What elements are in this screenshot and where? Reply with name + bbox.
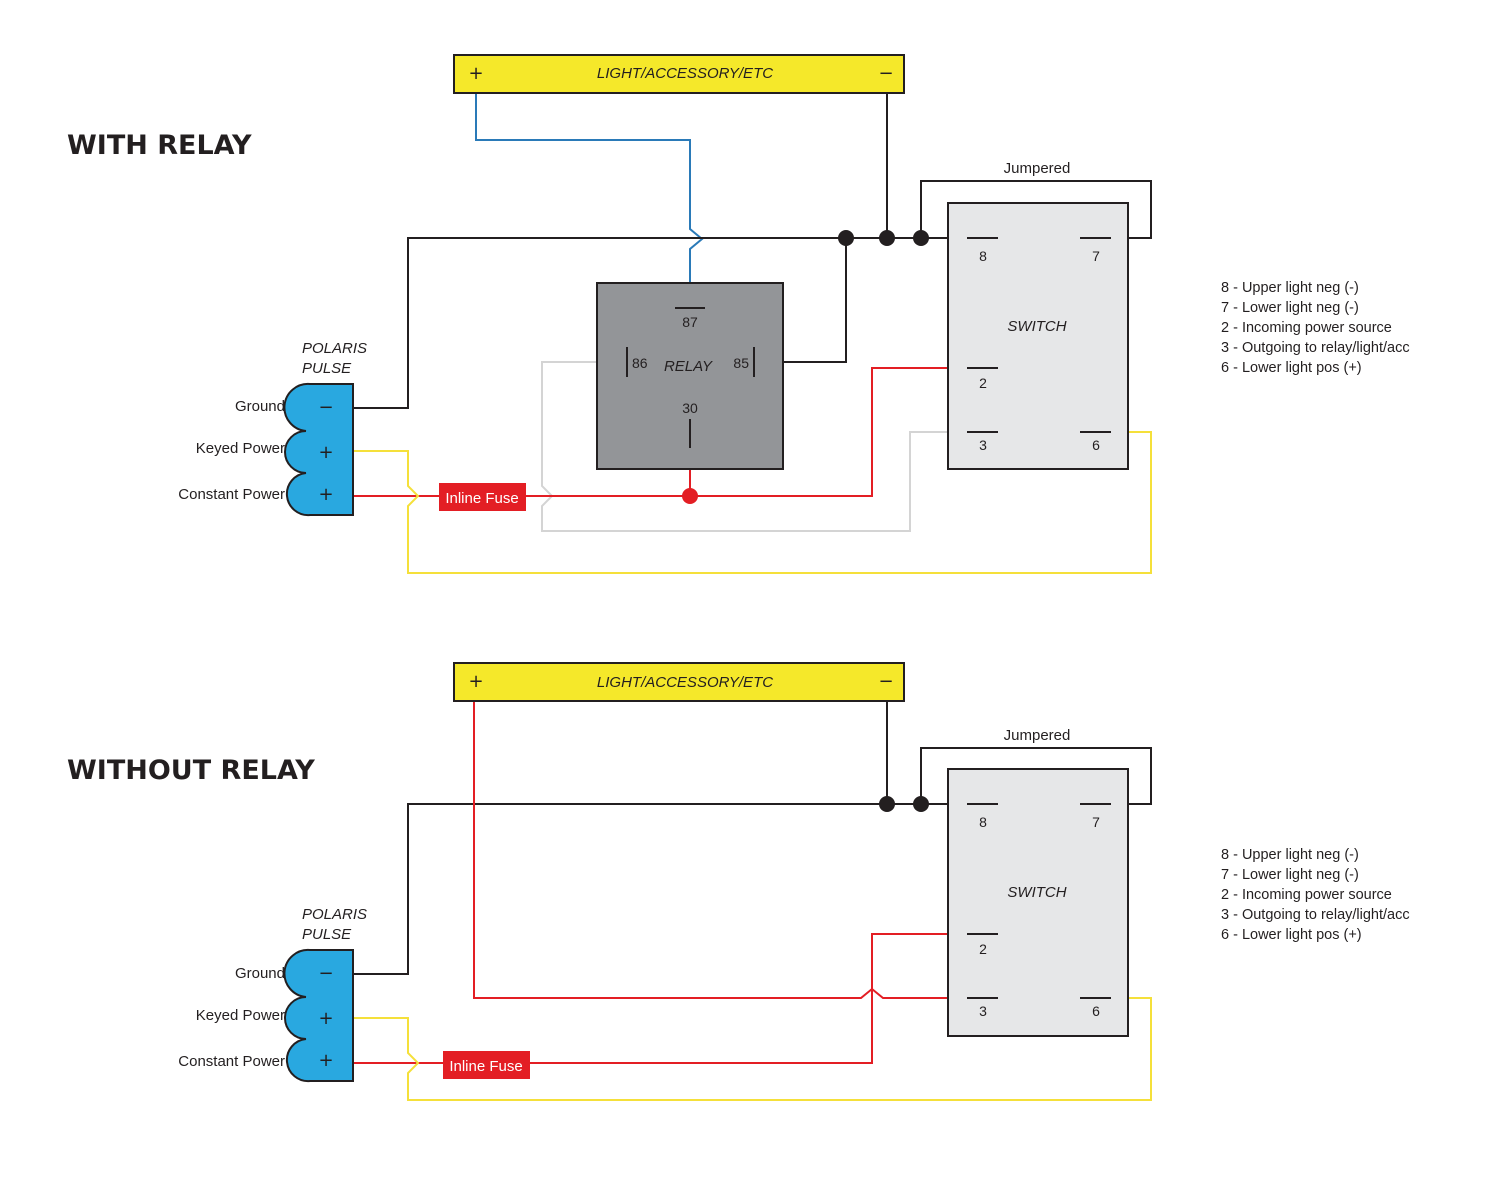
load-component: + LIGHT/ACCESSORY/ETC −	[453, 54, 905, 94]
keyed-plus-icon: +	[318, 1008, 333, 1029]
legend-item: 2 - Incoming power source	[1221, 320, 1392, 336]
switch-pin-2: 2	[979, 375, 987, 391]
switch-pin-3: 3	[979, 1003, 987, 1019]
wire-relay-86-to-switch-3	[541, 361, 948, 532]
wire-jumper	[920, 747, 1152, 805]
ground-minus-icon: −	[318, 963, 333, 984]
fuse-label: Inline Fuse	[445, 490, 518, 507]
wire-relay-85-ground	[783, 238, 847, 363]
load-minus-icon: −	[878, 671, 893, 692]
keyed-plus-icon: +	[318, 442, 333, 463]
wire-jumper	[920, 180, 1152, 239]
load-component: + LIGHT/ACCESSORY/ETC −	[453, 662, 905, 702]
switch-pin-7: 7	[1092, 814, 1100, 830]
load-minus-icon: −	[878, 63, 893, 84]
junction-dot	[682, 488, 698, 504]
legend-item: 6 - Lower light pos (+)	[1221, 927, 1362, 943]
fuse-label: Inline Fuse	[449, 1058, 522, 1075]
terminal-label-ground: Ground	[235, 398, 285, 415]
switch-pin-7: 7	[1092, 248, 1100, 264]
switch-component: Jumpered 8 7 SWITCH 2 3 6	[947, 160, 1129, 470]
connector-title: PULSE	[302, 926, 352, 943]
legend-item: 8 - Upper light neg (-)	[1221, 847, 1359, 863]
junction-dot	[913, 796, 929, 812]
jumper-label: Jumpered	[1004, 160, 1071, 177]
load-label: LIGHT/ACCESSORY/ETC	[597, 674, 773, 691]
relay-label: RELAY	[664, 358, 713, 375]
terminal-label-constant-power: Constant Power	[178, 486, 285, 503]
switch-pin-8: 8	[979, 248, 987, 264]
jumper-label: Jumpered	[1004, 727, 1071, 744]
legend-item: 8 - Upper light neg (-)	[1221, 280, 1359, 296]
diagram-title: WITH RELAY	[67, 130, 252, 161]
junction-dot	[838, 230, 854, 246]
legend-item: 2 - Incoming power source	[1221, 887, 1392, 903]
connector-title: POLARIS	[302, 906, 367, 923]
wire-load-positive-to-switch-3	[473, 701, 948, 999]
relay-pin-86: 86	[632, 355, 648, 371]
junction-dot	[913, 230, 929, 246]
relay-component: 87 86 RELAY 85 30	[596, 282, 784, 470]
connector-title: PULSE	[302, 360, 352, 377]
terminal-label-constant-power: Constant Power	[178, 1053, 285, 1070]
wire-constant-power	[353, 933, 948, 1064]
relay-pin-85: 85	[733, 355, 749, 371]
relay-pin-87: 87	[682, 314, 698, 330]
connector-title: POLARIS	[302, 340, 367, 357]
wire-constant-power	[353, 367, 948, 497]
load-plus-icon: +	[468, 63, 483, 84]
diagram-title: WITHOUT RELAY	[67, 755, 315, 786]
wire-ground-bus	[353, 803, 948, 975]
wire-ground-bus	[353, 237, 948, 409]
wires	[353, 701, 1152, 1101]
diagram-with-relay: WITH RELAY +	[67, 54, 1410, 574]
wire-keyed-power	[353, 431, 1152, 574]
switch-pin-6: 6	[1092, 437, 1100, 453]
inline-fuse: Inline Fuse	[443, 1051, 530, 1079]
wire-relay-87-to-load	[475, 93, 704, 283]
constant-plus-icon: +	[318, 484, 333, 505]
ground-minus-icon: −	[318, 397, 333, 418]
load-label: LIGHT/ACCESSORY/ETC	[597, 65, 773, 82]
pin-legend: 8 - Upper light neg (-) 7 - Lower light …	[1221, 847, 1410, 943]
switch-pin-8: 8	[979, 814, 987, 830]
polaris-pulse-connector: POLARIS PULSE − + + Ground Keyed Power C…	[178, 340, 367, 517]
terminal-label-keyed-power: Keyed Power	[196, 1007, 285, 1024]
wires	[353, 93, 1152, 574]
switch-pin-2: 2	[979, 941, 987, 957]
terminal-label-keyed-power: Keyed Power	[196, 440, 285, 457]
switch-pin-6: 6	[1092, 1003, 1100, 1019]
switch-label: SWITCH	[1007, 884, 1066, 901]
switch-pin-3: 3	[979, 437, 987, 453]
junction-dot	[879, 230, 895, 246]
polaris-pulse-connector: POLARIS PULSE − + + Ground Keyed Power C…	[178, 906, 367, 1083]
legend-item: 7 - Lower light neg (-)	[1221, 867, 1359, 883]
legend-item: 6 - Lower light pos (+)	[1221, 360, 1362, 376]
diagram-without-relay: WITHOUT RELAY + LIGHT/ACCESSORY/ETC − Ju…	[67, 662, 1410, 1101]
constant-plus-icon: +	[318, 1050, 333, 1071]
relay-pin-30: 30	[682, 400, 698, 416]
wire-keyed-power	[353, 997, 1152, 1101]
load-plus-icon: +	[468, 671, 483, 692]
junction-dot	[879, 796, 895, 812]
switch-component: Jumpered 8 7 SWITCH 2 3 6	[947, 727, 1129, 1037]
legend-item: 7 - Lower light neg (-)	[1221, 300, 1359, 316]
pin-legend: 8 - Upper light neg (-) 7 - Lower light …	[1221, 280, 1410, 376]
switch-label: SWITCH	[1007, 318, 1066, 335]
terminal-label-ground: Ground	[235, 965, 285, 982]
legend-item: 3 - Outgoing to relay/light/acc	[1221, 907, 1410, 923]
legend-item: 3 - Outgoing to relay/light/acc	[1221, 340, 1410, 356]
inline-fuse: Inline Fuse	[439, 483, 526, 511]
